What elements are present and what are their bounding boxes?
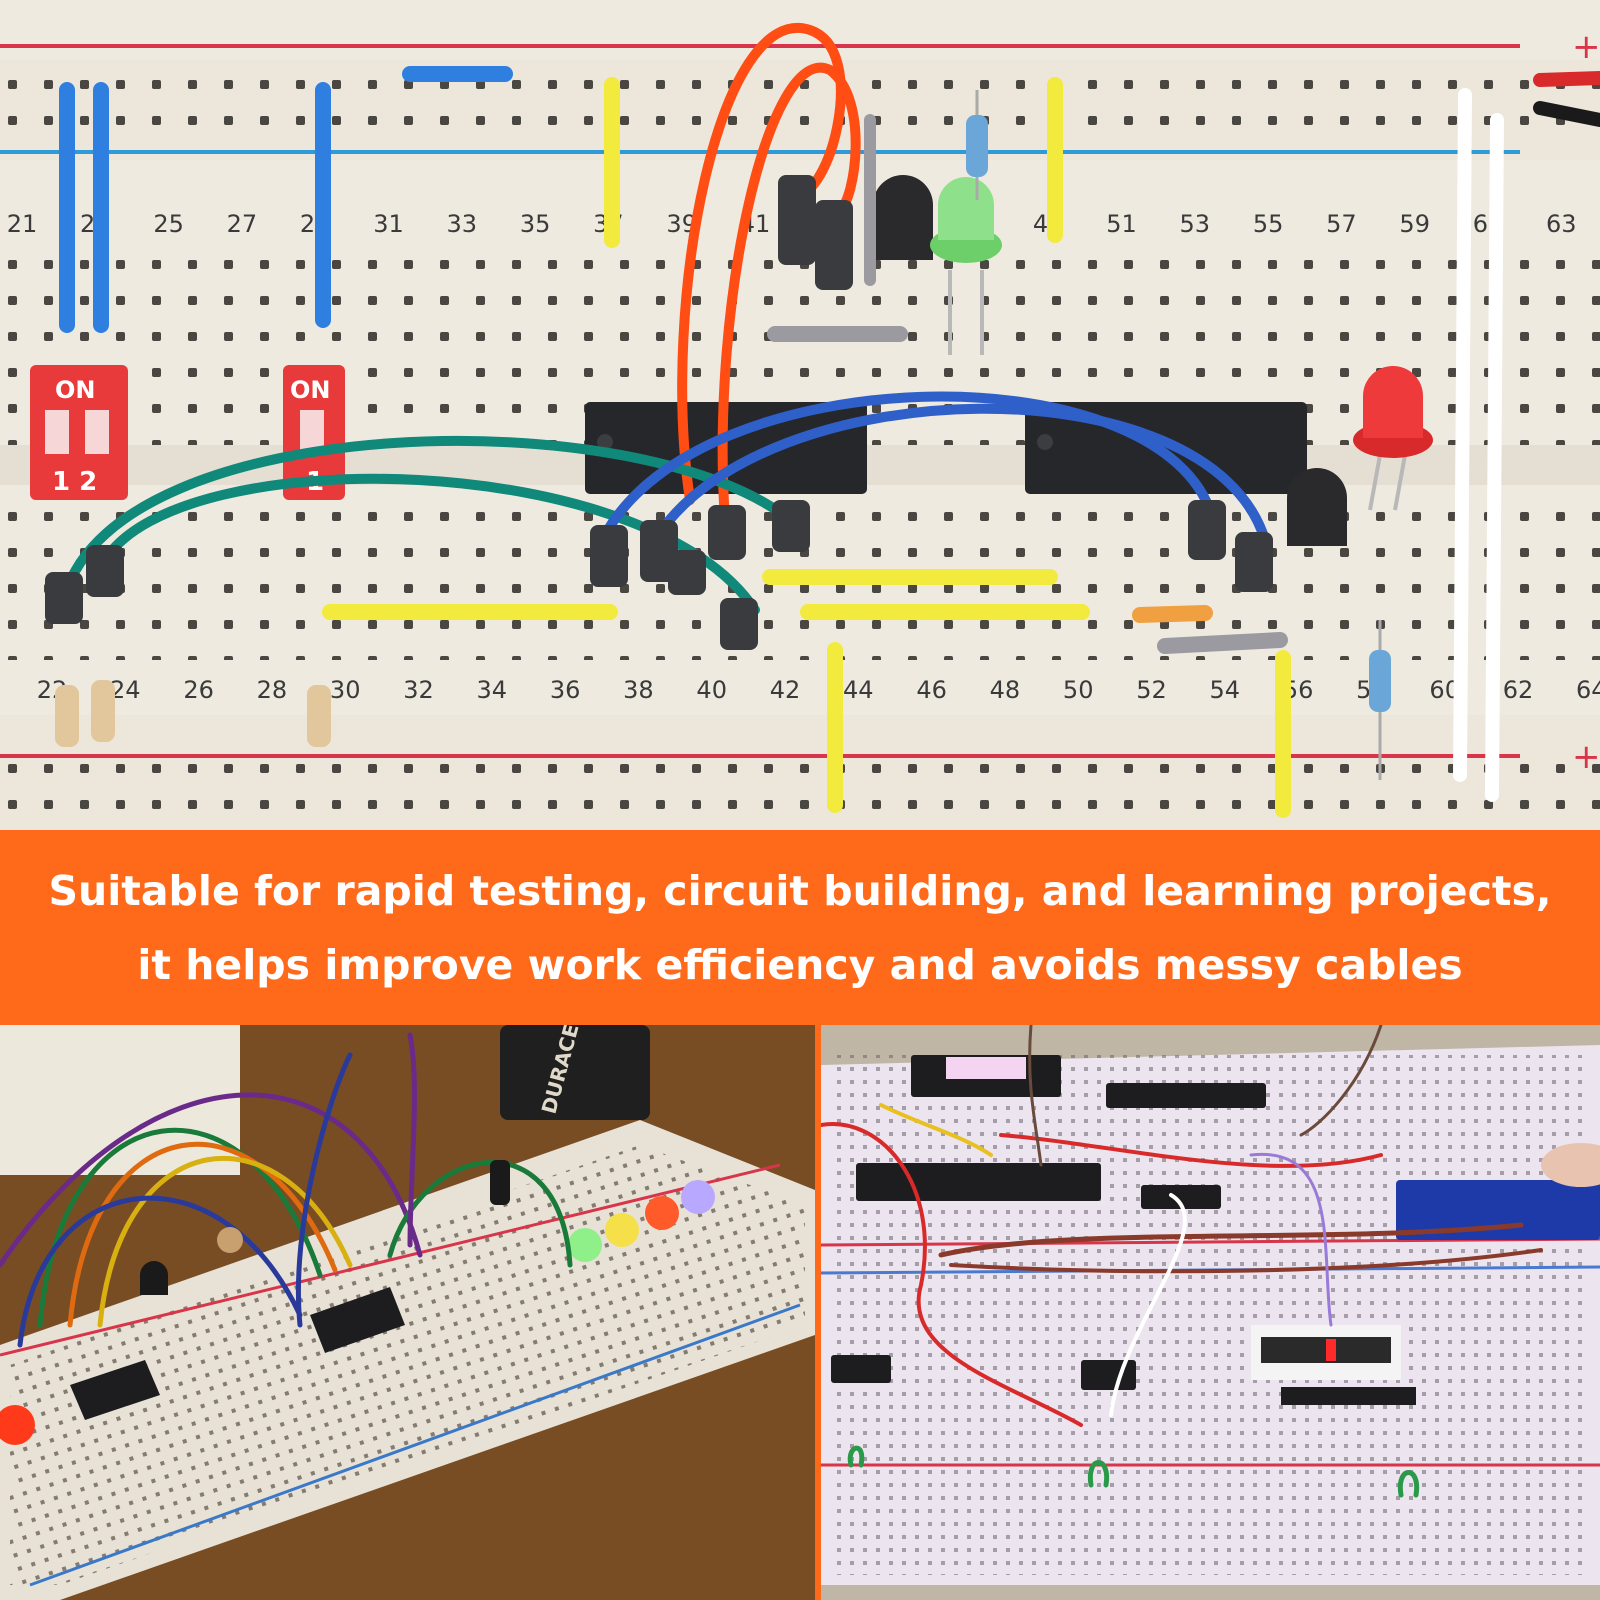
column-number: 31 — [373, 210, 404, 238]
column-number: 53 — [1180, 210, 1211, 238]
transistor-top — [873, 175, 933, 260]
svg-text:ON: ON — [290, 376, 331, 404]
column-number: 59 — [1399, 210, 1430, 238]
svg-text:1 2: 1 2 — [52, 467, 97, 497]
resistors-tan-left — [55, 680, 331, 747]
column-number: 38 — [623, 676, 654, 704]
caption-line-2: it helps improve work efficiency and avo… — [137, 940, 1463, 989]
jumper-wires-straight — [59, 66, 1600, 818]
column-number: 51 — [1106, 210, 1137, 238]
microcontroller-board — [1396, 1180, 1600, 1240]
dip-switch-2pos: ON 1 2 — [30, 365, 128, 500]
colored-leds — [0, 1180, 715, 1445]
column-number: 44 — [843, 676, 874, 704]
column-number: 34 — [477, 676, 508, 704]
column-number: 36 — [550, 676, 581, 704]
column-number: 63 — [1546, 210, 1577, 238]
column-number: 57 — [1326, 210, 1357, 238]
column-number: 26 — [183, 676, 214, 704]
resistor-blue-top — [966, 90, 988, 200]
resistor-blue-right — [1369, 620, 1391, 780]
column-number: 52 — [1136, 676, 1167, 704]
eeprom-label — [946, 1057, 1026, 1079]
column-number: 50 — [1063, 676, 1094, 704]
column-number: 62 — [1503, 676, 1534, 704]
small-components — [140, 1160, 510, 1295]
jumper-wires-arched — [0, 1032, 573, 1348]
hole-grid — [831, 1055, 1591, 1575]
column-number: 28 — [257, 676, 288, 704]
column-number: 21 — [7, 210, 38, 238]
column-number: 27 — [227, 210, 258, 238]
rail-line-red — [0, 1163, 781, 1357]
caption-banner: Suitable for rapid testing, circuit buil… — [0, 830, 1600, 1025]
wiring — [821, 1025, 1543, 1498]
ic-chips — [70, 1287, 405, 1420]
rail-line-blue — [29, 1303, 801, 1587]
rail-holes-bottom — [0, 760, 1600, 820]
column-number: 32 — [403, 676, 434, 704]
rail-plus-sign-bottom: + — [1572, 737, 1600, 777]
rail-plus-sign: + — [1572, 27, 1600, 67]
jumper-wires-curved — [60, 22, 1270, 615]
red-led — [1353, 366, 1433, 511]
caption-line-1: Suitable for rapid testing, circuit buil… — [48, 866, 1552, 915]
battery: DURACELL — [500, 1025, 650, 1120]
column-number: 54 — [1210, 676, 1241, 704]
breadboard-hole-area — [10, 1145, 805, 1585]
column-number: 35 — [520, 210, 551, 238]
photo-divider — [815, 1025, 821, 1600]
column-number: 48 — [990, 676, 1021, 704]
column-number: 55 — [1253, 210, 1284, 238]
column-number: 40 — [696, 676, 727, 704]
column-number: 24 — [110, 676, 141, 704]
eeprom-breadboard-photo — [821, 1025, 1600, 1600]
workbench-breadboard-photo: DURACELL — [0, 1025, 815, 1600]
finger — [1541, 1143, 1600, 1187]
wire-connector-ends — [45, 175, 1273, 650]
column-number: 33 — [447, 210, 478, 238]
svg-text:ON: ON — [55, 376, 96, 404]
column-number: 25 — [153, 210, 184, 238]
column-number: 46 — [916, 676, 947, 704]
transistor-right — [1287, 468, 1347, 546]
green-led — [930, 177, 1002, 355]
column-number: 30 — [330, 676, 361, 704]
column-number: 42 — [770, 676, 801, 704]
dip-switch-1pos: ON 1 — [283, 365, 345, 500]
column-number: 64 — [1576, 676, 1600, 704]
breadboard-photo: + 21232527293133353739414345474951535557… — [0, 0, 1600, 830]
led-bar-graph — [1251, 1325, 1416, 1405]
